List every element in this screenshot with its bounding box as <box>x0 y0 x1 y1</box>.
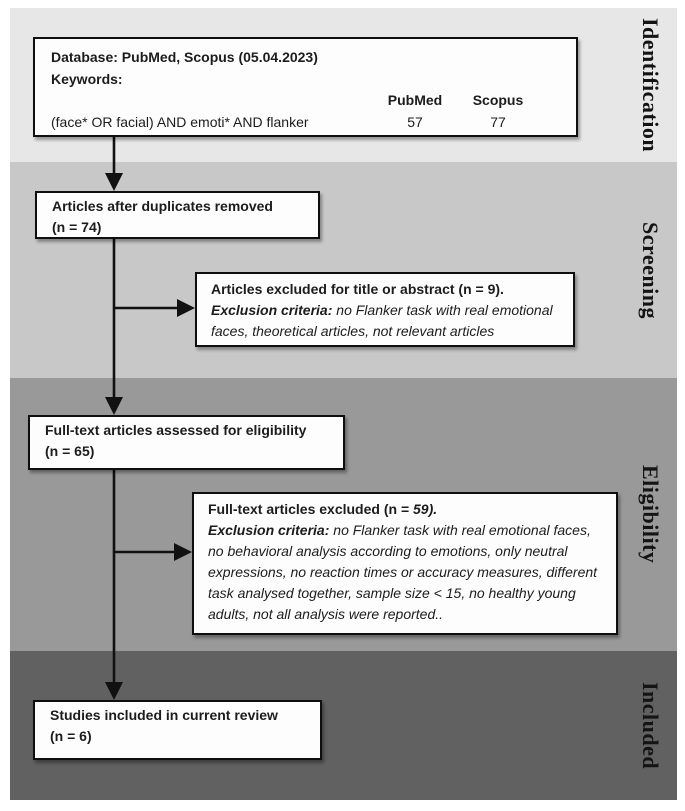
search-count-scopus: 77 <box>490 114 506 130</box>
arrow-duplicates-to-fulltext <box>105 239 123 415</box>
box-database-search: Database: PubMed, Scopus (05.04.2023) Ke… <box>33 37 578 137</box>
stage-label-identification: Identification <box>638 17 663 153</box>
fulltext-excluded-title: Full-text articles excluded (n = 59). <box>208 499 602 520</box>
included-title: Studies included in current review <box>50 707 278 723</box>
duplicates-count: (n = 74) <box>52 219 102 235</box>
arrow-fulltext-to-included <box>105 470 123 700</box>
excluded-abstract-title: Articles excluded for title or abstract … <box>211 281 504 297</box>
stage-label-eligibility: Eligibility <box>638 465 663 564</box>
box-excluded-title-abstract: Articles excluded for title or abstract … <box>195 272 575 347</box>
search-count-pubmed: 57 <box>407 114 423 130</box>
excluded-abstract-criteria-label: Exclusion criteria: <box>211 302 333 318</box>
box-duplicates-removed: Articles after duplicates removed (n = 7… <box>35 191 320 239</box>
arrow-branch-to-excluded-abstract <box>114 299 195 317</box>
fulltext-title: Full-text articles assessed for eligibil… <box>45 422 307 438</box>
fulltext-excluded-criteria-text: no Flanker task with real emotional face… <box>208 522 598 622</box>
search-column-scopus: Scopus <box>472 92 524 108</box>
search-column-pubmed: PubMed <box>387 92 443 108</box>
box-studies-included: Studies included in current review (n = … <box>33 700 322 760</box>
stage-label-screening: Screening <box>638 221 663 319</box>
arrow-search-to-duplicates <box>105 137 123 191</box>
fulltext-excluded-title-prefix: Full-text articles excluded (n = <box>208 501 414 517</box>
box-fulltext-excluded: Full-text articles excluded (n = 59). Ex… <box>192 492 618 635</box>
fulltext-count: (n = 65) <box>45 443 95 459</box>
arrow-branch-to-fulltext-excluded <box>114 543 192 561</box>
fulltext-excluded-criteria-label: Exclusion criteria: <box>208 522 330 538</box>
search-keywords-label: Keywords: <box>51 71 123 87</box>
box-fulltext-assessed: Full-text articles assessed for eligibil… <box>28 415 345 470</box>
search-query: (face* OR facial) AND emoti* AND flanker <box>51 114 309 130</box>
excluded-abstract-criteria: Exclusion criteria: no Flanker task with… <box>211 300 559 342</box>
fulltext-excluded-title-n: 59). <box>413 501 438 517</box>
band-included: Included <box>10 651 677 800</box>
search-database-line: Database: PubMed, Scopus (05.04.2023) <box>51 49 318 65</box>
excluded-abstract-criteria-text: no Flanker task with real emotional face… <box>211 302 553 339</box>
fulltext-excluded-criteria: Exclusion criteria: no Flanker task with… <box>208 520 602 625</box>
stage-label-included: Included <box>638 681 663 770</box>
included-count: (n = 6) <box>50 728 92 744</box>
duplicates-title: Articles after duplicates removed <box>52 198 273 214</box>
